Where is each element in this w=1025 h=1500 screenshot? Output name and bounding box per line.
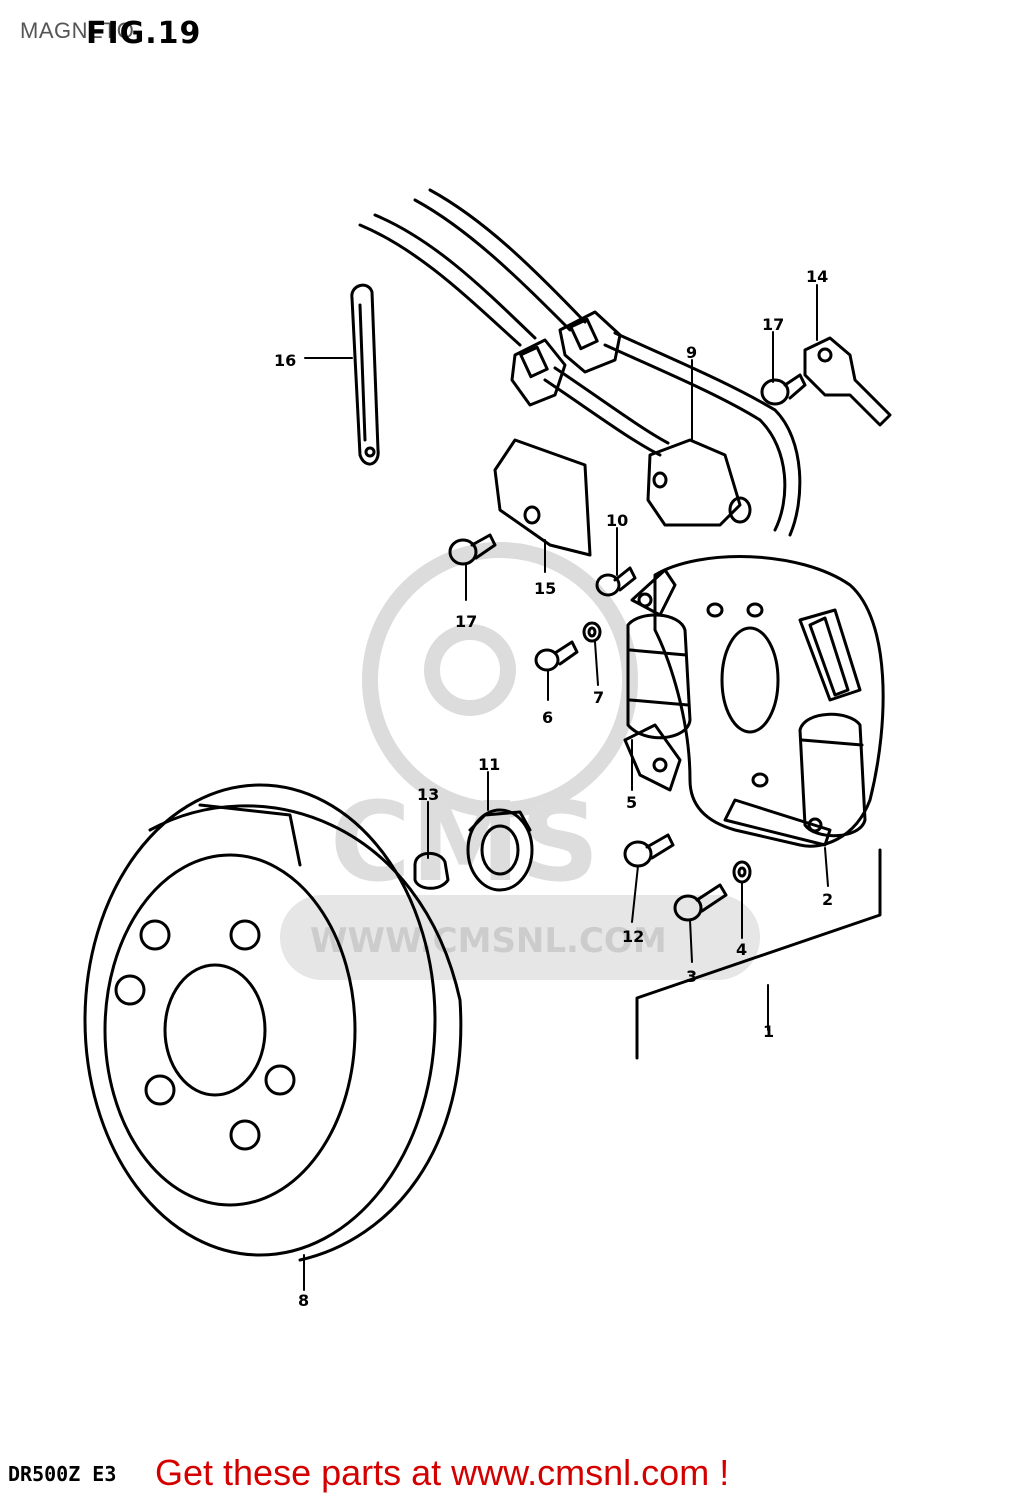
wire-connector [510,310,622,407]
watermark-url: WWW.CMSNL.COM [310,921,667,961]
ignition-coil [623,568,692,792]
model-code: DR500Z E3 [8,1462,117,1486]
flywheel-rotor [83,783,463,1262]
callout-8: 8 [298,1291,309,1310]
charging-coil [798,608,867,838]
callout-12: 12 [622,927,644,946]
wire-harness [358,188,802,537]
wire-clamp-strap [350,283,380,466]
callout-15: 15 [534,579,556,598]
screw-17-upper [760,373,807,406]
callout-16: 16 [274,351,296,370]
assembly-bracket [635,848,882,1060]
screw-10 [595,566,637,597]
callout-5: 5 [626,793,637,812]
page-title: MAGNETO [20,18,135,43]
callout-2: 2 [822,890,833,909]
callout-6: 6 [542,708,553,727]
callout-1: 1 [763,1022,774,1041]
callout-13: 13 [417,785,439,804]
woodruff-key [413,851,450,890]
callout-11: 11 [478,755,500,774]
callout-17-upper: 17 [762,315,784,334]
callout-3: 3 [686,967,697,986]
stator-assembly [653,555,885,848]
screw-6 [534,640,579,672]
callout-17-lower: 17 [455,612,477,631]
callout-9: 9 [686,343,697,362]
cover-plate [493,438,592,557]
callout-14: 14 [806,267,828,286]
washer-7 [582,621,602,643]
lead-wire-guide [803,336,892,427]
pickup-coil [646,438,752,527]
screw-12 [623,833,675,868]
rotor-nut [466,808,534,892]
washer-4 [732,860,752,884]
figure-label: FIG.19 [86,16,202,51]
callout-10: 10 [606,511,628,530]
callout-7: 7 [593,688,604,707]
leader-lines [303,284,829,1291]
callout-4: 4 [736,940,747,959]
screw-3 [673,883,728,922]
screw-17-lower [448,533,497,566]
cmsnl-parts-link[interactable]: Get these parts at www.cmsnl.com ! [155,1452,730,1493]
